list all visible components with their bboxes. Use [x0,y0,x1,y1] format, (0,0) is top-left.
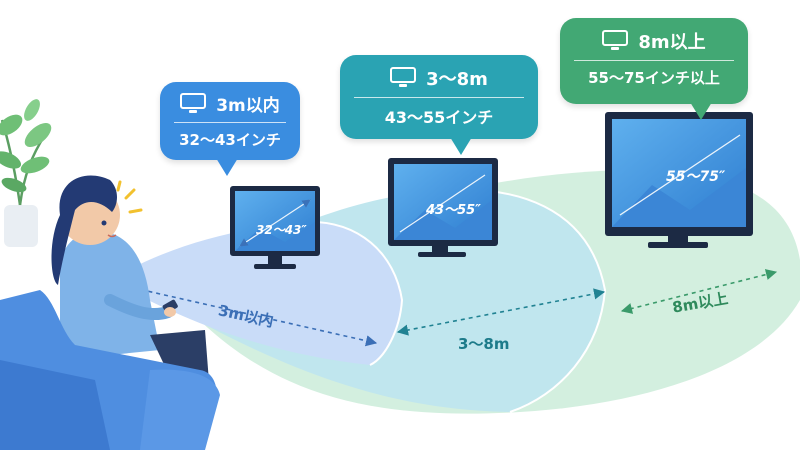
zone-label-3-8m: 3〜8m [458,335,510,353]
arrow-3m [123,282,378,347]
tv-large [605,112,753,248]
tv-medium-size-label: 43〜55″ [426,203,481,218]
exclaim-marks [116,180,143,214]
bubble-8m-plus: 8m以上 55〜75インチ以上 [560,18,748,120]
bubble-3-8m-distance: 3〜8m [426,69,488,90]
bubble-3-8m-size: 43〜55インチ [384,108,494,127]
bubble-3m: 3m以内 32〜43インチ [160,82,300,176]
tv-large-size-label: 55〜75″ [666,169,726,185]
bubble-8m-plus-size: 55〜75インチ以上 [588,69,720,87]
bubble-3-8m: 3〜8m 43〜55インチ [340,55,538,155]
viewer-illustration [0,175,220,450]
arrow-8m-plus [620,269,778,314]
plant-illustration [0,99,52,247]
bubble-3m-size: 32〜43インチ [179,131,281,149]
tv-small [230,186,320,269]
tv-icon [390,67,417,89]
tv-small-size-label: 32〜43″ [256,223,307,237]
tv-medium [388,158,498,257]
tv-icon [602,30,629,52]
arrow-3-8m [396,288,606,336]
bubble-8m-plus-distance: 8m以上 [638,32,706,53]
tv-icon [180,92,207,115]
bubble-3m-distance: 3m以内 [216,96,280,116]
